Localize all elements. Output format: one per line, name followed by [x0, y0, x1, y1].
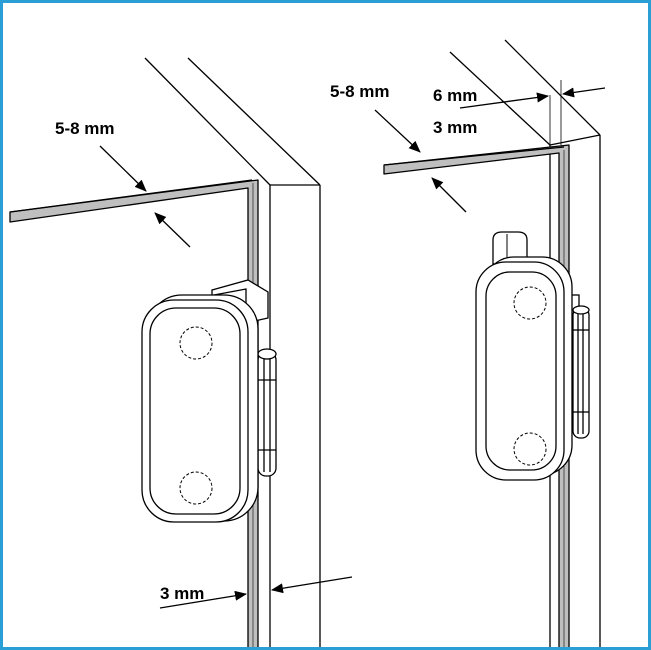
left-screw-hole-bottom: [179, 471, 213, 505]
left-hinge-clamp: [141, 294, 259, 523]
right-screw-hole-bottom: [513, 432, 547, 466]
right-hinge-clamp: [475, 256, 573, 481]
right-dim-arrow-6mm-leader: [459, 92, 549, 109]
right-label-gap-3mm: 3 mm: [433, 118, 477, 137]
left-dim-arrow-bottom-2: [271, 576, 353, 594]
right-glass-door: [383, 144, 570, 650]
right-dim-arrow-3mm-leader: [562, 87, 606, 98]
right-dim-arrow-glass-2: [431, 177, 467, 213]
left-dim-arrow-top-2: [154, 212, 191, 248]
right-hinge-tab: [492, 231, 528, 265]
left-label-glass-thickness: 5-8 mm: [55, 119, 115, 138]
left-hinge-barrel: [257, 348, 277, 477]
right-view: 5-8 mm 6 mm 3 mm: [330, 39, 606, 650]
right-label-glass-thickness: 5-8 mm: [330, 82, 390, 101]
left-dim-arrow-top-1: [99, 145, 147, 192]
left-screw-hole-top: [179, 326, 213, 360]
right-label-gap-6mm: 6 mm: [433, 86, 477, 105]
right-hinge-barrel: [568, 294, 590, 439]
right-dim-arrow-glass-1: [374, 109, 421, 153]
left-glass-door: [9, 179, 259, 650]
right-screw-hole-top: [513, 286, 547, 320]
left-view: 5-8 mm 3 mm: [9, 57, 353, 650]
left-dim-arrow-bottom-1: [159, 590, 247, 609]
left-label-gap: 3 mm: [160, 584, 204, 603]
